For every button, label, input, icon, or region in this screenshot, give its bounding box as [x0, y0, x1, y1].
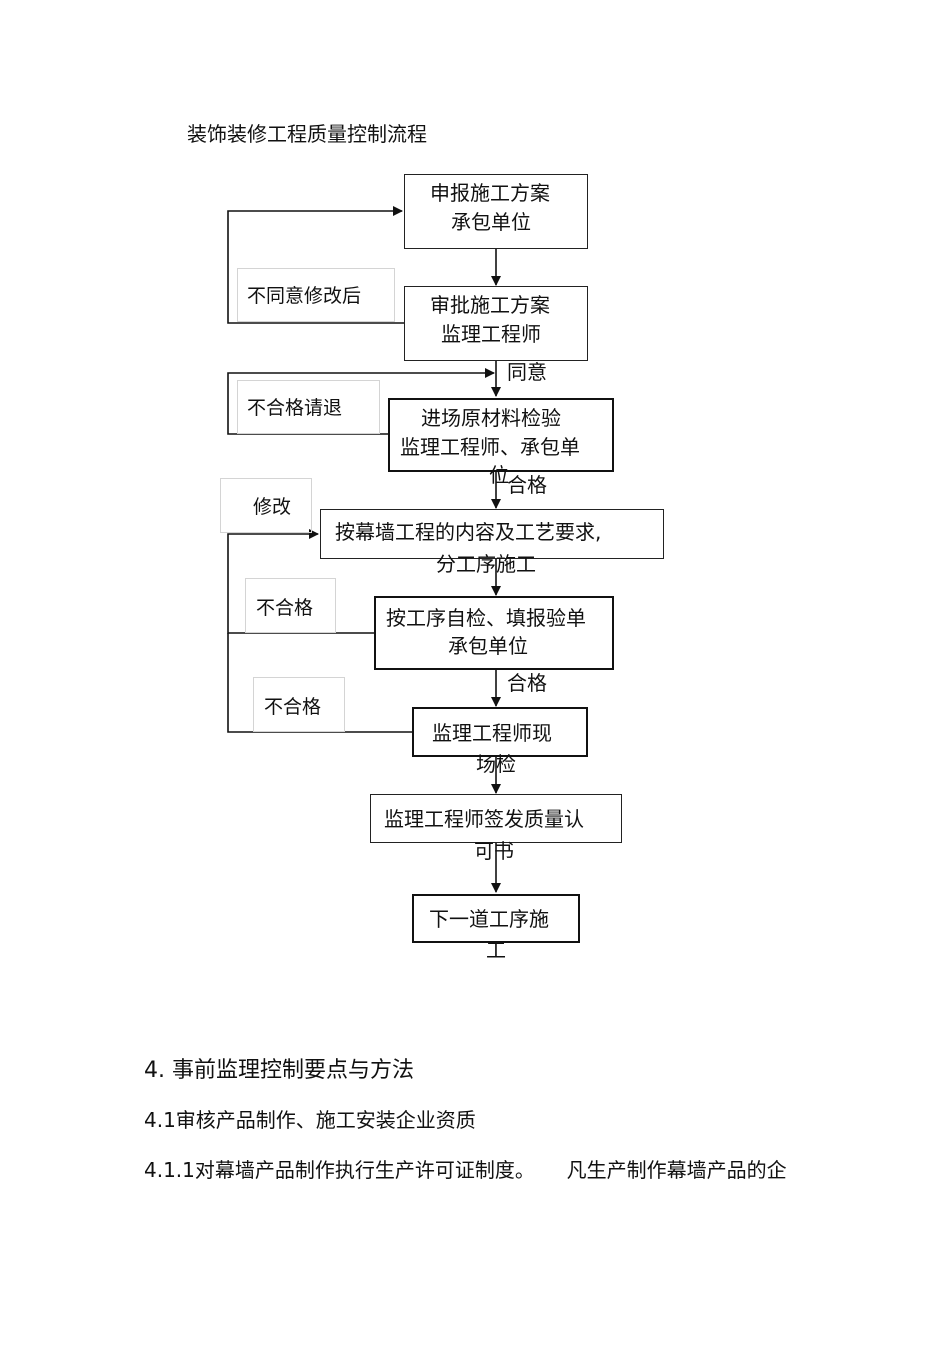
loop-reject: [227, 368, 495, 435]
label-disagree: 不同意修改后: [247, 285, 362, 307]
section-paragraph: 4.1.1对幕墙产品制作执行生产许可证制度。 凡生产制作幕墙产品的企: [144, 1158, 787, 1182]
step-1-line2: 承包单位: [451, 210, 531, 234]
loop-modify: [227, 529, 374, 634]
step-box-2: [404, 286, 588, 361]
step-2-line1: 审批施工方案: [430, 293, 550, 317]
label-fail-2: 不合格: [264, 696, 322, 718]
label-box-fail-1: [245, 578, 336, 633]
step-box-7: [370, 794, 622, 843]
label-modify: 修改: [253, 496, 292, 518]
label-box-fail-2: [253, 677, 345, 732]
step-1-line1: 申报施工方案: [430, 181, 550, 205]
loop-disagree: [227, 206, 404, 324]
label-box-reject: [237, 380, 380, 434]
step-box-5: [374, 596, 614, 670]
flow-title: 装饰装修工程质量控制流程: [187, 122, 427, 146]
label-reject: 不合格请退: [247, 397, 343, 419]
label-box-disagree: [237, 268, 395, 322]
step-5-line2: 承包单位: [448, 634, 528, 658]
step-6-line2: 场检: [476, 752, 516, 776]
section-subheading: 4.1审核产品制作、施工安装企业资质: [144, 1108, 476, 1132]
step-7-line1: 监理工程师签发质量认: [384, 807, 584, 831]
edge-label-pass-2: 合格: [507, 671, 547, 695]
step-3-line1: 进场原材料检验: [421, 406, 561, 430]
step-8-line2: 工: [486, 938, 506, 962]
step-7-line2: 可书: [474, 839, 514, 863]
section-heading: 4. 事前监理控制要点与方法: [144, 1058, 414, 1083]
step-2-line2: 监理工程师: [441, 322, 541, 346]
label-box-modify: [220, 478, 312, 533]
step-4-line1: 按幕墙工程的内容及工艺要求,: [335, 520, 602, 544]
step-box-8: [412, 894, 580, 943]
loop-fail: [227, 633, 412, 733]
edge-label-agree: 同意: [507, 360, 547, 384]
label-fail-1: 不合格: [256, 597, 314, 619]
step-8-line1: 下一道工序施: [429, 907, 549, 931]
step-3-line3: 位: [489, 463, 509, 487]
step-box-6: [412, 707, 588, 757]
edge-label-pass-1: 合格: [507, 473, 547, 497]
step-4-line2: 分工序施工: [436, 552, 536, 576]
step-3-line2: 监理工程师、承包单: [400, 435, 580, 459]
step-box-1: [404, 174, 588, 249]
step-5-line1: 按工序自检、填报验单: [386, 606, 586, 630]
step-box-3: [388, 398, 614, 472]
step-box-4: [320, 509, 664, 559]
step-6-line1: 监理工程师现: [432, 721, 552, 745]
